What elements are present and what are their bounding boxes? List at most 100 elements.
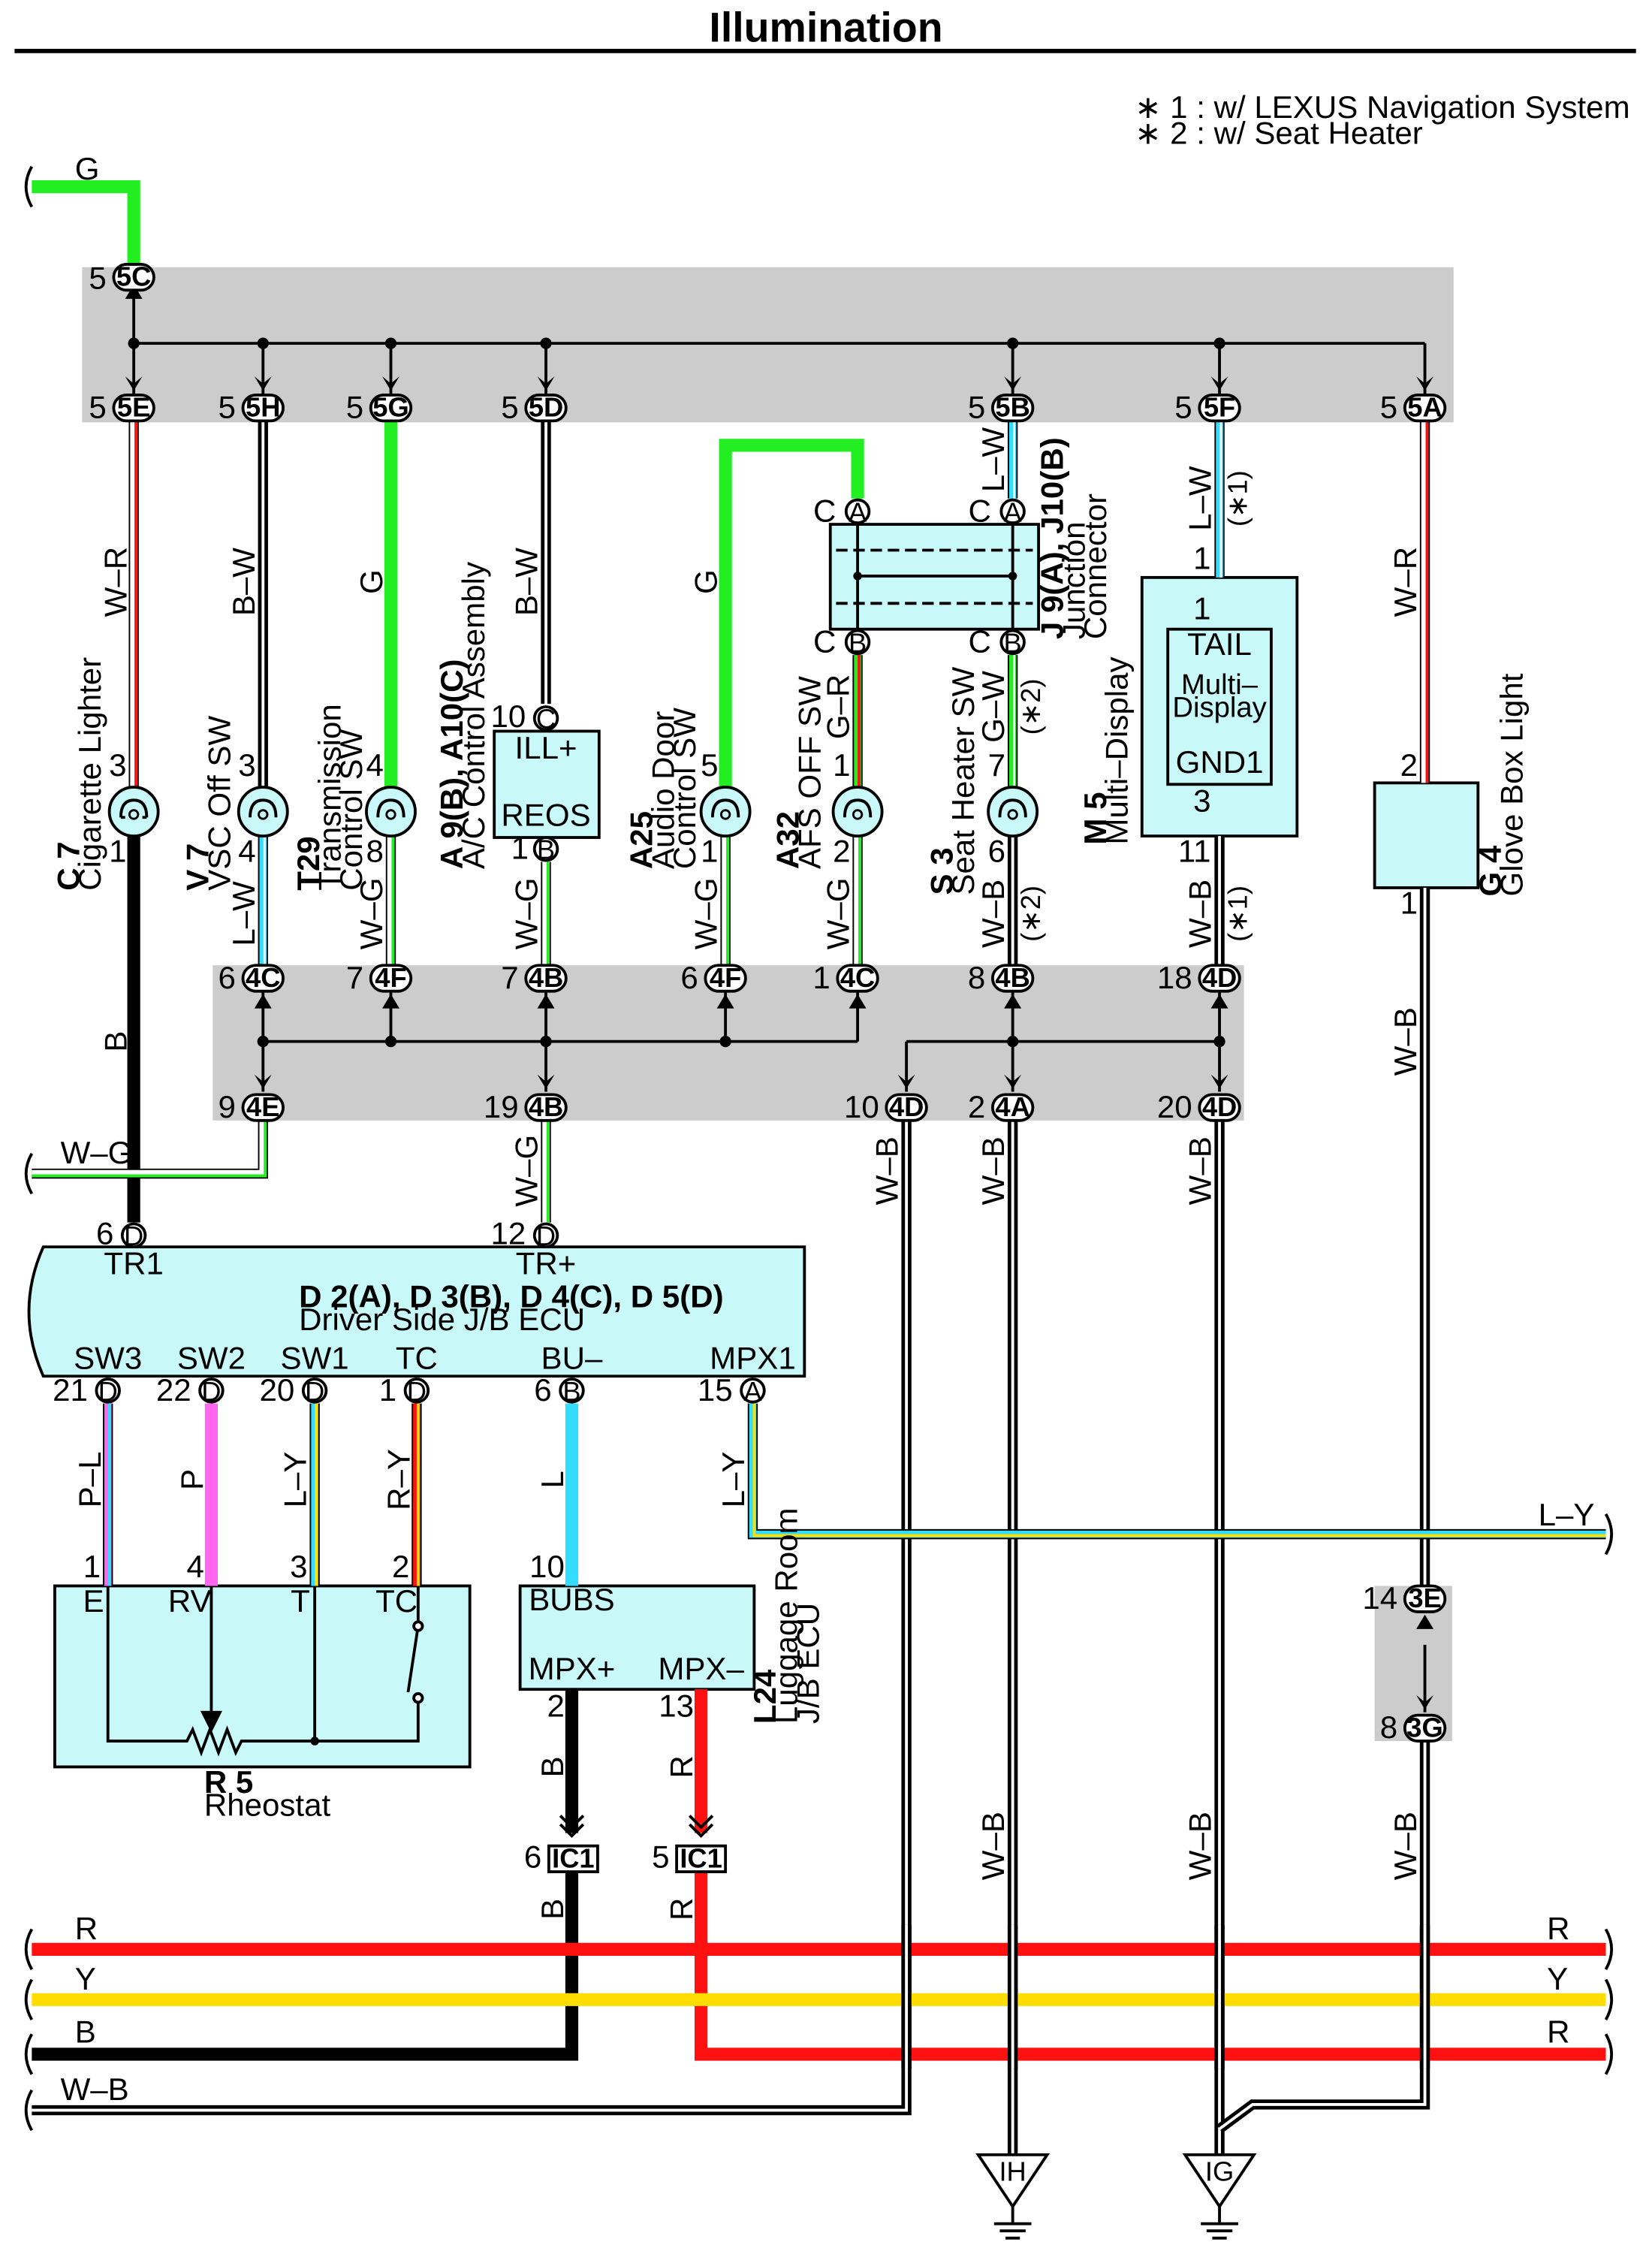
conn-5D: 5D bbox=[529, 392, 563, 423]
svg-text:G: G bbox=[75, 151, 100, 186]
svg-text:12: 12 bbox=[490, 1215, 526, 1251]
svg-text:R: R bbox=[664, 1898, 699, 1921]
svg-text:6: 6 bbox=[680, 960, 698, 995]
svg-text:R: R bbox=[1547, 2014, 1569, 2050]
conn-4A: 4A bbox=[995, 1091, 1029, 1122]
svg-text:Y: Y bbox=[75, 1961, 96, 1996]
svg-text:1: 1 bbox=[1400, 885, 1418, 920]
svg-text:1: 1 bbox=[379, 1372, 396, 1408]
svg-text:6: 6 bbox=[219, 960, 236, 995]
svg-text:11: 11 bbox=[1178, 834, 1211, 869]
a25-name2: Control SW bbox=[667, 708, 702, 869]
svg-text:G–R: G–R bbox=[821, 674, 856, 739]
pin-C-a10: C bbox=[536, 704, 556, 735]
title-rule bbox=[14, 49, 1636, 53]
svg-text:1: 1 bbox=[1193, 540, 1210, 575]
svg-text:W–G: W–G bbox=[354, 877, 389, 949]
bulb-t29 bbox=[365, 786, 417, 838]
svg-text:B: B bbox=[535, 1756, 570, 1777]
luggage-jb-ecu-box bbox=[518, 1584, 756, 1691]
svg-text:W–B: W–B bbox=[1388, 1007, 1423, 1076]
l24-name1: Luggage Room bbox=[769, 1507, 804, 1724]
d2-name: Driver Side J/B ECU bbox=[299, 1302, 585, 1337]
svg-text:1: 1 bbox=[83, 1549, 101, 1584]
svg-text:5: 5 bbox=[968, 390, 985, 425]
v7-name: VSC Off SW bbox=[201, 716, 237, 891]
j9-name2: Connector bbox=[1078, 493, 1113, 639]
svg-text:1: 1 bbox=[109, 834, 126, 869]
svg-text:SW1: SW1 bbox=[281, 1341, 349, 1376]
svg-text:C: C bbox=[813, 623, 836, 659]
svg-text:5: 5 bbox=[701, 747, 718, 783]
svg-text:B: B bbox=[98, 1031, 134, 1052]
svg-text:(∗2): (∗2) bbox=[1015, 886, 1046, 942]
ground-ih bbox=[975, 2153, 1051, 2240]
svg-text:4: 4 bbox=[366, 747, 384, 783]
ground-ih-label: IH bbox=[999, 2156, 1026, 2186]
wire-w-b-3g-ig bbox=[1218, 1741, 1427, 2130]
svg-text:TR+: TR+ bbox=[516, 1245, 577, 1281]
svg-text:W–B: W–B bbox=[61, 2071, 129, 2107]
wire-w-b-4d-bottom bbox=[32, 1120, 909, 2112]
svg-text:W–G: W–G bbox=[689, 877, 724, 949]
svg-text:6: 6 bbox=[524, 1839, 541, 1874]
svg-text:W–B: W–B bbox=[975, 1136, 1011, 1205]
svg-text:C: C bbox=[969, 493, 991, 528]
svg-text:2: 2 bbox=[547, 1688, 565, 1724]
v7-code: V 7 bbox=[180, 843, 216, 891]
pin-D-sw2: D bbox=[201, 1376, 221, 1407]
conn-4E: 4E bbox=[246, 1091, 279, 1122]
pin-B-j10-left: B bbox=[849, 627, 867, 658]
junction-connector-internals bbox=[836, 524, 1033, 629]
svg-text:8: 8 bbox=[968, 960, 985, 995]
m5-name: Multi–Display bbox=[1099, 656, 1135, 844]
multi-display-inner bbox=[1166, 627, 1273, 786]
svg-text:W–R: W–R bbox=[1388, 547, 1423, 617]
pin-circles bbox=[95, 498, 1026, 1404]
svg-text:(∗2): (∗2) bbox=[1015, 679, 1046, 735]
component-labels: C 7 Cigarette Lighter V 7 VSC Off SW T29… bbox=[50, 437, 1529, 1822]
svg-text:2: 2 bbox=[833, 834, 850, 869]
wire-labels: G W–R B–W G B–W G L–W L–W (∗1) W–R G–R G… bbox=[61, 151, 1595, 2107]
svg-text:TR1: TR1 bbox=[104, 1245, 163, 1281]
svg-text:L–Y: L–Y bbox=[1539, 1497, 1595, 1532]
svg-text:1: 1 bbox=[701, 834, 718, 869]
svg-text:3: 3 bbox=[290, 1549, 307, 1584]
s3-code: S 3 bbox=[924, 847, 959, 895]
svg-text:W–B: W–B bbox=[1388, 1812, 1423, 1880]
wire-g-input bbox=[32, 180, 140, 278]
svg-text:L: L bbox=[535, 1471, 570, 1488]
conn-4B: 4B bbox=[529, 1091, 563, 1122]
wire-w-g-4e bbox=[32, 1120, 267, 1178]
svg-text:L–W: L–W bbox=[226, 881, 261, 946]
svg-text:(∗1): (∗1) bbox=[1222, 886, 1253, 942]
svg-text:SW2: SW2 bbox=[177, 1341, 246, 1376]
svg-text:B: B bbox=[535, 1899, 570, 1920]
svg-text:B: B bbox=[75, 2014, 96, 2050]
svg-text:10: 10 bbox=[844, 1089, 879, 1124]
conn-4B-top: 4B bbox=[529, 962, 563, 993]
s3-name: Seat Heater SW bbox=[945, 666, 981, 895]
svg-text:7: 7 bbox=[988, 747, 1005, 783]
wires bbox=[32, 180, 1606, 2155]
svg-text:10: 10 bbox=[529, 1549, 565, 1584]
svg-text:W–G: W–G bbox=[61, 1135, 133, 1170]
conn-3G: 3G bbox=[1406, 1712, 1442, 1743]
pin-D-tr1: D bbox=[124, 1221, 143, 1251]
conn-4D-20: 4D bbox=[1202, 1091, 1237, 1122]
l24-code: L24 bbox=[747, 1669, 782, 1724]
svg-text:L–Y: L–Y bbox=[278, 1452, 313, 1508]
r5-name: Rheostat bbox=[204, 1787, 331, 1822]
svg-text:5: 5 bbox=[1380, 390, 1397, 425]
svg-text:MPX1: MPX1 bbox=[710, 1341, 796, 1376]
svg-text:4: 4 bbox=[186, 1549, 203, 1584]
svg-text:(∗1): (∗1) bbox=[1222, 470, 1253, 527]
svg-text:22: 22 bbox=[156, 1372, 191, 1408]
svg-text:W–G: W–G bbox=[509, 1135, 544, 1207]
conn-5G: 5G bbox=[372, 392, 408, 423]
glove-box-light-box bbox=[1373, 781, 1480, 889]
svg-text:9: 9 bbox=[219, 1089, 236, 1124]
page-title: Illumination bbox=[709, 4, 942, 50]
svg-text:T: T bbox=[291, 1583, 310, 1619]
j9-code: J 9(A), J10(B) bbox=[1035, 437, 1070, 639]
